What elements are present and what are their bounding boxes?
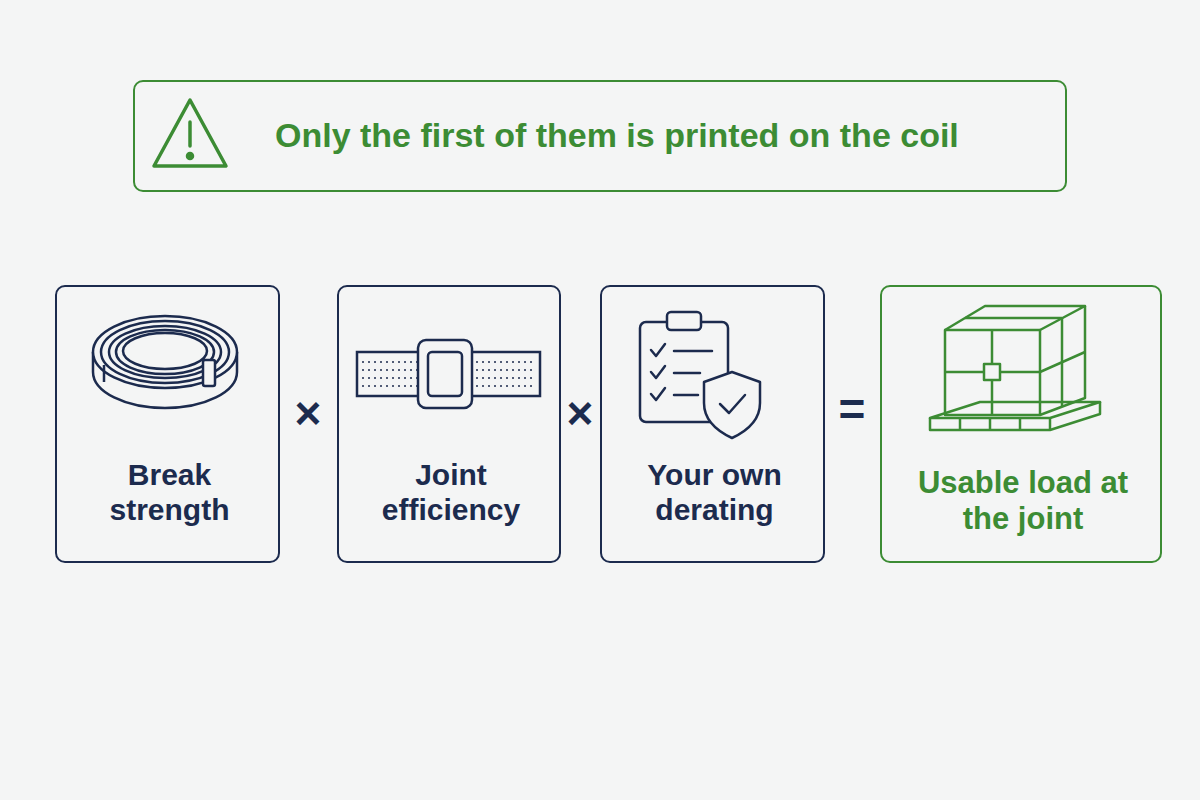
box-label: Your own derating (624, 457, 805, 527)
factor-box: Joint efficiency (337, 285, 561, 563)
factor-box: Your own derating (600, 285, 825, 563)
operator-symbol: × (560, 384, 600, 442)
strap-icon (357, 340, 540, 408)
warning-icon (154, 100, 226, 166)
operator-symbol: = (832, 380, 872, 438)
box-label: Joint efficiency (361, 457, 541, 527)
banner-text: Only the first of them is printed on the… (275, 116, 1055, 156)
pallet-icon (930, 306, 1100, 430)
result-box: Usable load at the joint (880, 285, 1162, 563)
warning-banner: Only the first of them is printed on the… (133, 80, 1067, 192)
checklist-icon (640, 312, 760, 438)
box-label: Break strength (87, 457, 252, 527)
operator-symbol: × (288, 384, 328, 442)
factor-box: Break strength (55, 285, 280, 563)
coil-icon (93, 316, 237, 408)
box-label: Usable load at the joint (917, 465, 1129, 538)
